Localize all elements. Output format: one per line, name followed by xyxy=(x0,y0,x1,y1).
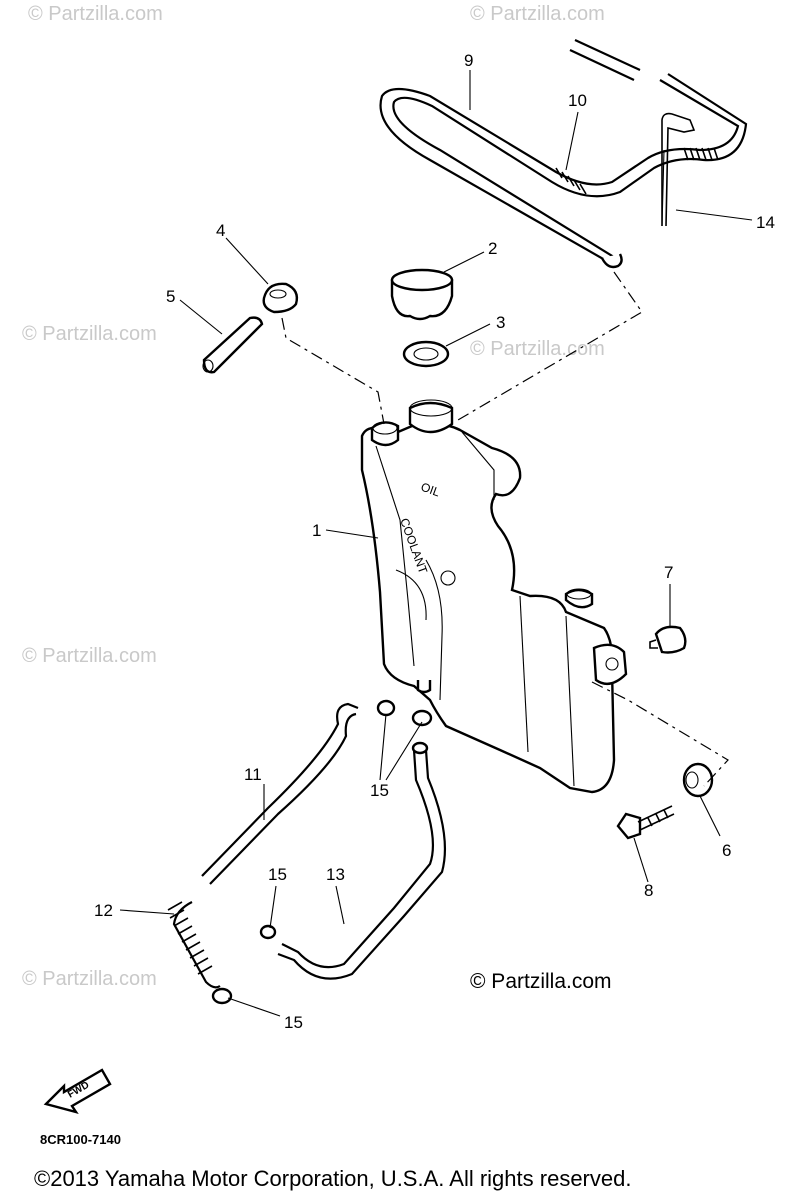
callout-3: 3 xyxy=(496,313,505,332)
watermark: © Partzilla.com xyxy=(22,645,157,667)
callout-11: 11 xyxy=(244,765,262,784)
callout-10: 10 xyxy=(568,91,587,110)
callout-15-bottom: 15 xyxy=(284,1013,303,1032)
hose-spring xyxy=(683,147,719,161)
callout-4: 4 xyxy=(216,221,225,240)
callouts: 9 10 14 2 3 4 5 1 7 6 8 11 12 13 15 15 1… xyxy=(94,51,775,1032)
oil-label: OIL xyxy=(419,480,442,500)
callout-2: 2 xyxy=(488,239,497,258)
part-13-hose xyxy=(277,741,447,980)
watermark: © Partzilla.com xyxy=(22,323,157,345)
callout-8: 8 xyxy=(644,881,653,900)
watermark: © Partzilla.com xyxy=(28,3,163,25)
part-5-pipe xyxy=(202,316,264,374)
watermark: © Partzilla.com xyxy=(470,338,605,360)
part-1-tank: COOLANT OIL xyxy=(360,399,628,794)
callout-15-middle: 15 xyxy=(268,865,287,884)
callout-12: 12 xyxy=(94,901,113,920)
part-8-bolt xyxy=(616,805,675,840)
part-11-hose xyxy=(172,702,359,989)
partzilla-credit: © Partzilla.com xyxy=(470,970,612,993)
callout-6: 6 xyxy=(722,841,731,860)
callout-9: 9 xyxy=(464,51,473,70)
part-3-gasket xyxy=(402,340,450,368)
part-12-spring xyxy=(167,901,213,975)
assembly-lines xyxy=(281,271,729,787)
callout-7: 7 xyxy=(664,563,673,582)
part-9-hose xyxy=(379,39,748,269)
part-15-clamps xyxy=(211,699,433,1005)
callout-14: 14 xyxy=(756,213,775,232)
copyright-text: ©2013 Yamaha Motor Corporation, U.S.A. A… xyxy=(34,1166,631,1191)
part-7-grommet xyxy=(649,625,687,654)
part-14-clip xyxy=(661,112,696,227)
part-2-cap xyxy=(390,268,454,321)
part-6-collar xyxy=(682,762,714,798)
diagram-number: 8CR100-7140 xyxy=(40,1132,121,1147)
watermark: © Partzilla.com xyxy=(470,3,605,25)
fwd-arrow-icon: FWD xyxy=(43,1068,112,1114)
callout-13: 13 xyxy=(326,865,345,884)
callout-5: 5 xyxy=(166,287,175,306)
watermarks: © Partzilla.com © Partzilla.com © Partzi… xyxy=(22,3,605,990)
part-10-spring xyxy=(555,167,587,195)
leader-lines xyxy=(119,70,753,1017)
callout-15-top: 15 xyxy=(370,781,389,800)
watermark: © Partzilla.com xyxy=(22,968,157,990)
callout-1: 1 xyxy=(312,521,321,540)
part-4-cap xyxy=(262,282,299,314)
